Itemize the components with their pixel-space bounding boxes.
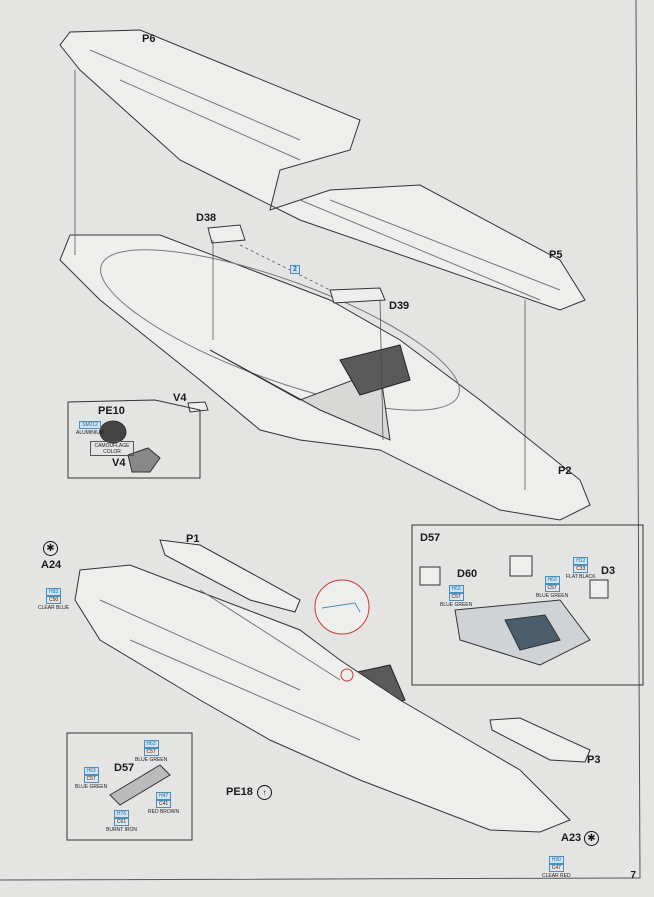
color-code: H90: [548, 856, 564, 864]
color-code: H93: [45, 588, 62, 596]
part-label-d57-inset: D57: [114, 762, 135, 774]
color-callout-blue-green: H63 C57 BLUE GREEN: [75, 767, 107, 790]
color-code: C61: [113, 818, 130, 826]
part-label-d38: D38: [196, 212, 217, 224]
part-d38: [207, 224, 246, 244]
lower-wing-assembly: [74, 564, 571, 833]
color-name: BLUE GREEN: [440, 602, 473, 608]
part-label-a24: A24: [41, 559, 62, 571]
color-code: C50: [45, 596, 62, 604]
color-callout-clear-blue: H93 C50 CLEAR BLUE: [38, 588, 69, 611]
color-code: H63: [143, 740, 159, 748]
part-d39: [329, 287, 386, 304]
lower-wing-p2: [59, 234, 591, 521]
color-callout-camouflage: CAMOUFLAGE COLOR: [90, 441, 134, 456]
color-name: BLUE GREEN: [75, 784, 108, 790]
color-code: C41: [155, 800, 172, 808]
bend-arrow-icon: ↑: [257, 785, 272, 800]
color-code: H63: [544, 576, 560, 584]
color-name: ALUMINIUM: [76, 430, 105, 436]
part-label-d39: D39: [389, 300, 410, 312]
color-code: H47: [155, 792, 172, 800]
part-label-pe18: PE18: [226, 786, 253, 798]
color-name: BLUE GREEN: [135, 757, 168, 763]
upper-wing-p6: [59, 29, 586, 311]
step-reference: 2: [290, 265, 300, 274]
color-callout-blue-green: H63 C57 BLUE GREEN: [135, 740, 167, 763]
part-label-p5: P5: [549, 249, 563, 261]
part-p3: [489, 717, 591, 763]
part-label-d3: D3: [601, 565, 616, 577]
color-name: FLAT BLACK: [566, 574, 596, 580]
part-label-d60: D60: [457, 568, 478, 580]
color-code: SM212: [79, 421, 101, 429]
color-code: C57: [143, 748, 159, 756]
part-label-pe10: PE10: [98, 405, 125, 417]
part-label-d57: D57: [420, 532, 441, 544]
part-label-p6: P6: [142, 33, 156, 45]
color-name: RED BROWN: [148, 809, 180, 815]
color-name: CAMOUFLAGE COLOR: [94, 443, 130, 455]
part-label-v4: V4: [173, 392, 187, 404]
part-label-p2: P2: [558, 465, 572, 477]
color-callout-aluminium: SM212 ALUMINIUM: [76, 421, 104, 436]
color-callout-clear-red: H90 C47 CLEAR RED: [542, 856, 571, 879]
color-code: H63: [83, 767, 99, 775]
color-code: C33: [573, 565, 589, 573]
part-label-p1: P1: [186, 533, 200, 545]
color-name: BURNT IRON: [106, 827, 138, 833]
part-p1: [159, 539, 301, 613]
color-name: CLEAR RED: [542, 873, 571, 879]
color-callout-blue-green: H63 C57 BLUE GREEN: [536, 576, 568, 599]
color-code: C47: [548, 864, 564, 872]
optional-part-icon: ✱: [43, 541, 58, 556]
color-code: C57: [544, 584, 560, 592]
color-name: CLEAR BLUE: [38, 605, 70, 611]
optional-part-icon: ✱: [584, 831, 599, 846]
color-name: BLUE GREEN: [536, 593, 569, 599]
page-number: 7: [630, 870, 636, 881]
color-code: H76: [113, 810, 130, 818]
color-callout-flat-black: H12 C33 FLAT BLACK: [566, 557, 596, 580]
part-label-v4-inset: V4: [112, 457, 126, 469]
color-callout-burnt-iron: H76 C61 BURNT IRON: [106, 810, 137, 833]
part-label-p3: P3: [587, 754, 601, 766]
color-callout-blue-green: H63 C57 BLUE GREEN: [440, 585, 472, 608]
part-label-a23: A23: [561, 832, 582, 844]
color-code: H12: [573, 557, 589, 565]
color-code: C57: [448, 593, 464, 601]
color-code: H63: [448, 585, 464, 593]
color-callout-red-brown: H47 C41 RED BROWN: [148, 792, 179, 815]
color-code: C57: [83, 775, 99, 783]
